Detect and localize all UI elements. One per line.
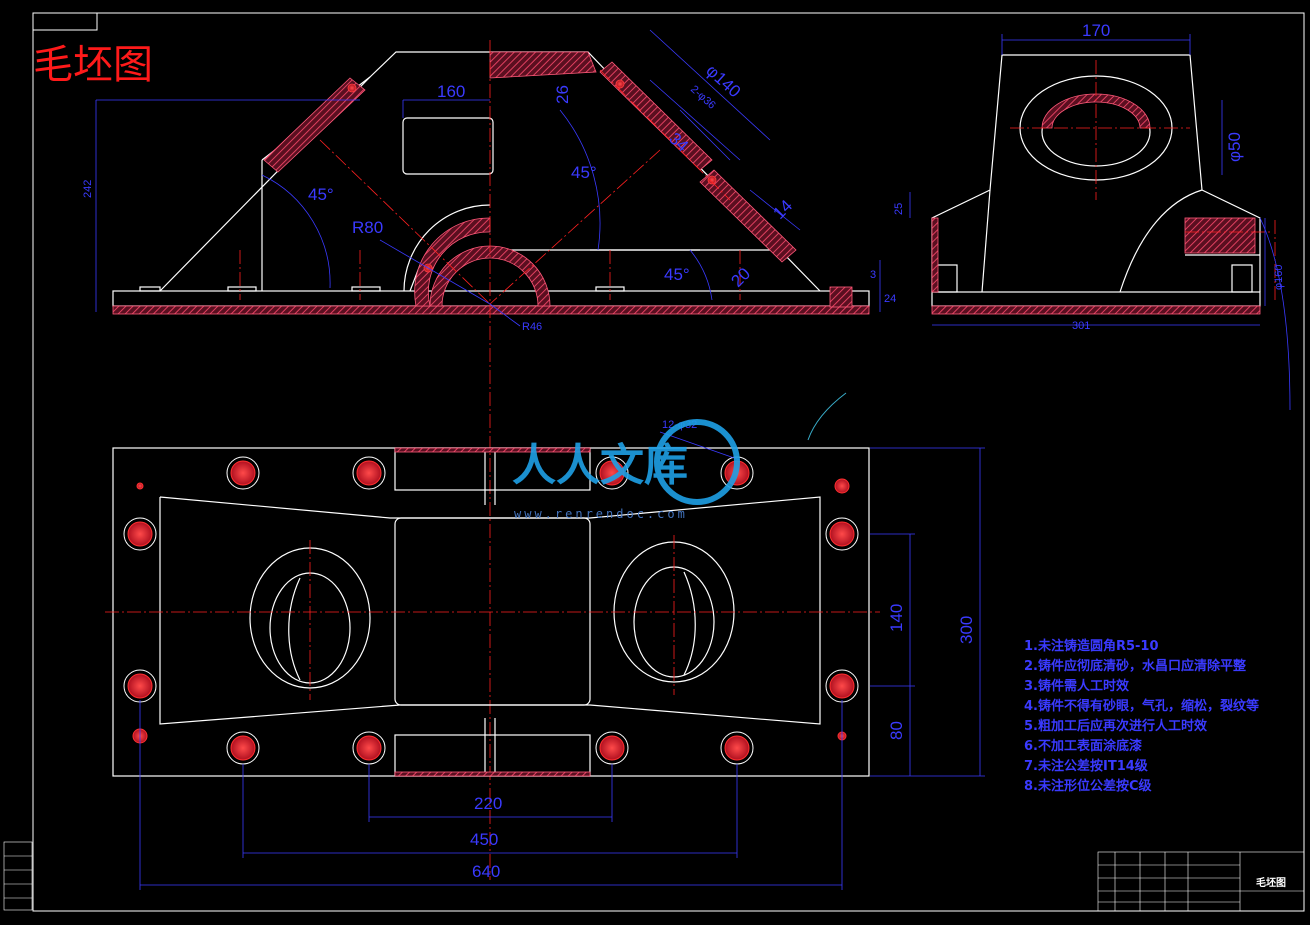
dim-14: 14: [769, 196, 796, 223]
title-block: 毛坯图: [1097, 851, 1305, 912]
watermark: 人人文库 www.renrendoc.com: [512, 392, 847, 521]
watermark-logo-icon: [654, 419, 740, 505]
dim-phi50: φ50: [1225, 132, 1244, 162]
angle-45-mid: 45°: [571, 163, 597, 182]
note-2: 2.铸件应彻底清砂，水昌口应清除平整: [1024, 658, 1247, 674]
dim-640: 640: [472, 862, 500, 881]
side-view: 170 φ50 25 301 φ160: [893, 21, 1291, 411]
dim-80: 80: [887, 721, 906, 740]
dim-26: 26: [553, 85, 572, 104]
drawing-frame: [32, 12, 1305, 912]
title-block-name: 毛坯图: [1256, 876, 1286, 889]
revision-table: [3, 841, 33, 911]
angle-45-left: 45°: [308, 185, 334, 204]
note-4: 4.铸件不得有砂眼，气孔，缩松，裂纹等: [1024, 698, 1259, 714]
dim-300: 300: [957, 616, 976, 644]
dim-r80: R80: [352, 218, 383, 237]
angle-45-right: 45°: [664, 265, 690, 284]
dim-3: 3: [870, 269, 876, 281]
dim-242: 242: [82, 180, 94, 198]
note-1: 1.未注铸造圆角R5-10: [1024, 638, 1159, 654]
dim-24: 24: [884, 293, 896, 305]
note-3: 3.铸件需人工时效: [1024, 678, 1130, 694]
dim-r46: R46: [522, 321, 542, 333]
drawing-title: 毛坯图: [33, 42, 153, 88]
watermark-url: www.renrendoc.com: [514, 507, 688, 521]
dim-25: 25: [893, 203, 905, 215]
dim-20: 20: [727, 264, 754, 291]
note-5: 5.粗加工后应再次进行人工时效: [1024, 718, 1208, 734]
watermark-brand: 人人文库: [512, 440, 688, 491]
dim-phi160: φ160: [1273, 265, 1285, 291]
dim-301: 301: [1072, 320, 1090, 332]
dim-220: 220: [474, 794, 502, 813]
dim-450: 450: [470, 830, 498, 849]
note-6: 6.不加工表面涂底漆: [1024, 738, 1142, 754]
dim-170: 170: [1082, 21, 1110, 40]
technical-notes: 1.未注铸造圆角R5-10 2.铸件应彻底清砂，水昌口应清除平整 3.铸件需人工…: [1024, 638, 1259, 794]
dim-160: 160: [437, 82, 465, 101]
dim-140: 140: [887, 604, 906, 632]
front-view: 160 26 242 45° 45° 45° R80 R46 φ140 2-φ3…: [82, 29, 896, 880]
note-8: 8.未注形位公差按C级: [1024, 778, 1153, 794]
note-7: 7.未注公差按IT14级: [1024, 758, 1149, 774]
